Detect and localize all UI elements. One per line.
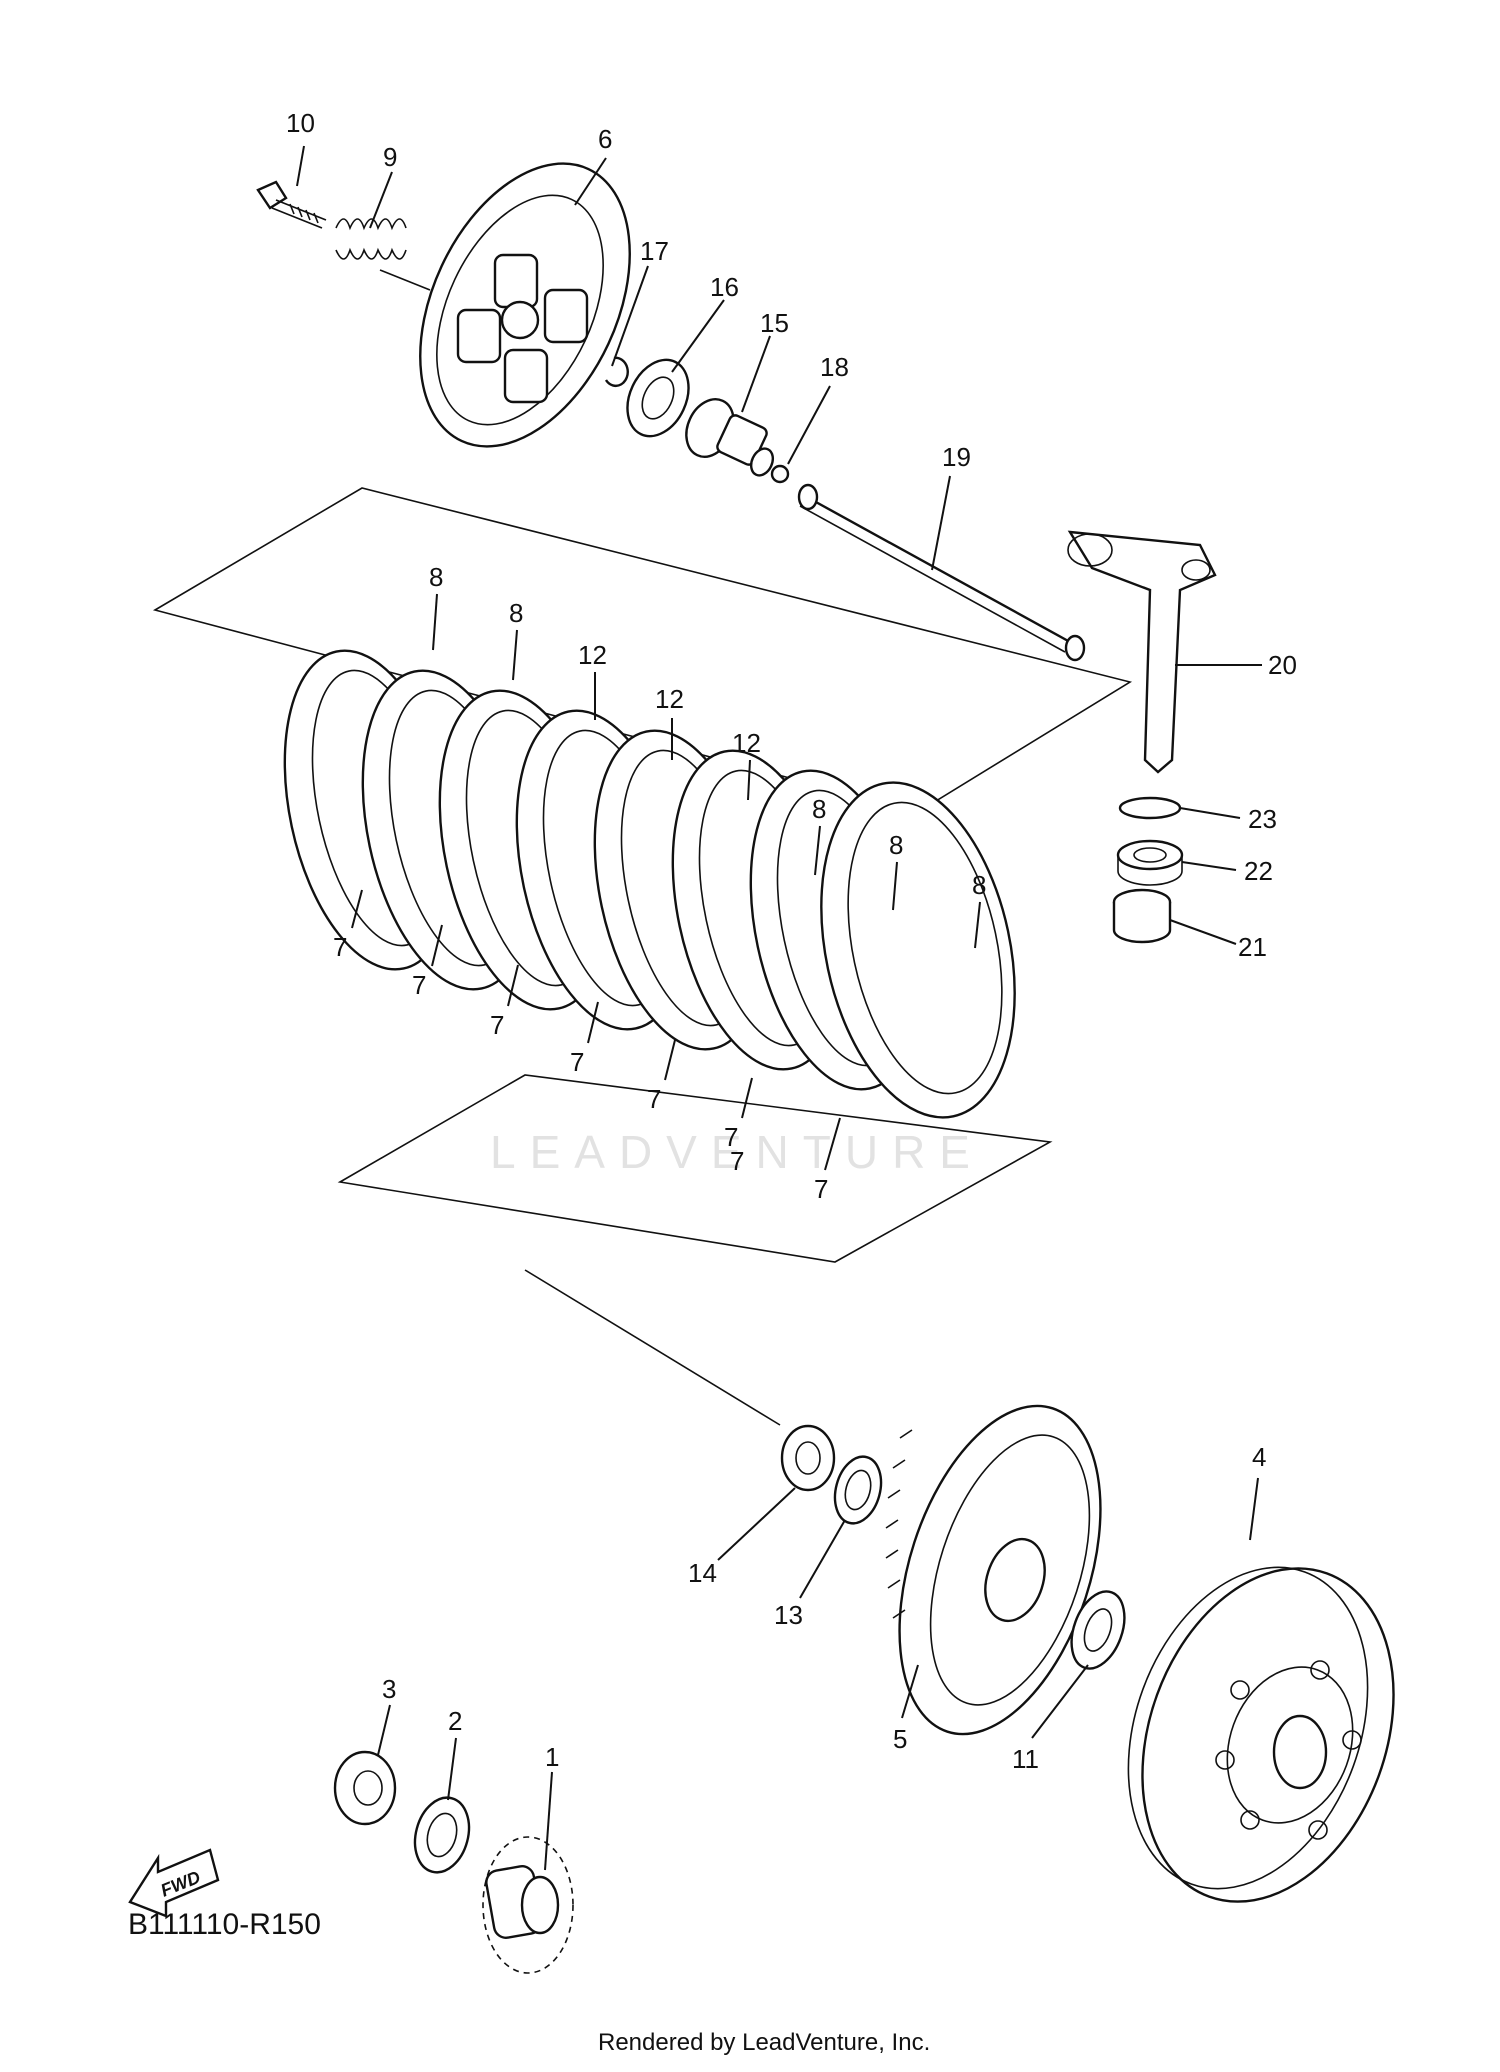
part-9-spring[interactable] xyxy=(335,218,407,260)
part-3-nut[interactable] xyxy=(333,1750,397,1826)
part-13-washer[interactable] xyxy=(828,1451,888,1528)
callout-6: 6 xyxy=(598,124,612,154)
bolt-axis-line xyxy=(379,269,431,291)
callout-14: 14 xyxy=(688,1558,717,1588)
footer-credit: Rendered by LeadVenture, Inc. xyxy=(598,2029,930,2056)
part-14-nut[interactable] xyxy=(780,1424,836,1492)
callout-7g: 7 xyxy=(730,1146,744,1176)
part-19-push-rod-long[interactable] xyxy=(797,483,1086,662)
part-4-clutch-housing[interactable] xyxy=(1086,1533,1438,1937)
part-10-bolt[interactable] xyxy=(256,180,327,229)
callout-21: 21 xyxy=(1238,932,1267,962)
callout-15: 15 xyxy=(760,308,789,338)
callout-7d: 7 xyxy=(570,1047,584,1077)
part-20-push-lever-shaft[interactable] xyxy=(1067,530,1217,774)
callout-numbers: 10 9 6 17 16 15 18 19 20 23 22 21 8 8 12… xyxy=(286,108,1297,1774)
callout-7b: 7 xyxy=(412,970,426,1000)
part-23-circlip[interactable] xyxy=(1118,796,1182,820)
part-6-pressure-plate[interactable] xyxy=(378,130,672,480)
callout-8a: 8 xyxy=(429,562,443,592)
callout-19: 19 xyxy=(942,442,971,472)
part-1-primary-drive-gear[interactable] xyxy=(482,1836,574,1974)
callout-11: 11 xyxy=(1012,1744,1039,1774)
callout-12c: 12 xyxy=(732,728,761,758)
callout-17: 17 xyxy=(640,236,669,266)
callout-10: 10 xyxy=(286,108,315,138)
callout-7f: 7 xyxy=(724,1122,738,1152)
callout-18: 18 xyxy=(820,352,849,382)
callout-23: 23 xyxy=(1248,804,1277,834)
part-17-circlip[interactable] xyxy=(604,356,629,387)
part-11-washer[interactable] xyxy=(1062,1584,1134,1676)
callout-4: 4 xyxy=(1252,1442,1266,1472)
watermark-text: LEADVENTURE xyxy=(490,1126,984,1178)
part-5-clutch-boss[interactable] xyxy=(862,1381,1138,1760)
callout-7h: 7 xyxy=(814,1174,828,1204)
diagram-code: B111110-R150 xyxy=(128,1908,321,1941)
callout-3: 3 xyxy=(382,1674,396,1704)
callout-13: 13 xyxy=(774,1600,803,1630)
callout-8b: 8 xyxy=(509,598,523,628)
callout-22: 22 xyxy=(1244,856,1273,886)
callout-9: 9 xyxy=(383,142,397,172)
leader-lines xyxy=(296,145,1262,1871)
callout-12b: 12 xyxy=(655,684,684,714)
fwd-arrow-icon: FWD xyxy=(128,1848,220,1918)
part-18-ball[interactable] xyxy=(770,464,790,484)
callout-5: 5 xyxy=(893,1724,907,1754)
part-15-push-rod[interactable] xyxy=(677,392,777,479)
callout-16: 16 xyxy=(710,272,739,302)
callout-1: 1 xyxy=(545,1742,559,1772)
callout-8d: 8 xyxy=(889,830,903,860)
callout-12a: 12 xyxy=(578,640,607,670)
part-21-bushing[interactable] xyxy=(1112,888,1172,944)
assembly-axis-line xyxy=(524,1269,781,1426)
callout-8e: 8 xyxy=(972,870,986,900)
clutch-plate-stack[interactable] xyxy=(258,635,1043,1136)
callout-2: 2 xyxy=(448,1706,462,1736)
callout-7e: 7 xyxy=(647,1084,661,1114)
part-2-washer[interactable] xyxy=(407,1792,477,1879)
part-16-bearing[interactable] xyxy=(616,350,701,446)
part-22-oil-seal[interactable] xyxy=(1116,839,1184,886)
callout-20: 20 xyxy=(1268,650,1297,680)
callout-7a: 7 xyxy=(333,932,347,962)
plate-pack-lower-box xyxy=(337,1074,1053,1263)
callout-7c: 7 xyxy=(490,1010,504,1040)
callout-8c: 8 xyxy=(812,794,826,824)
